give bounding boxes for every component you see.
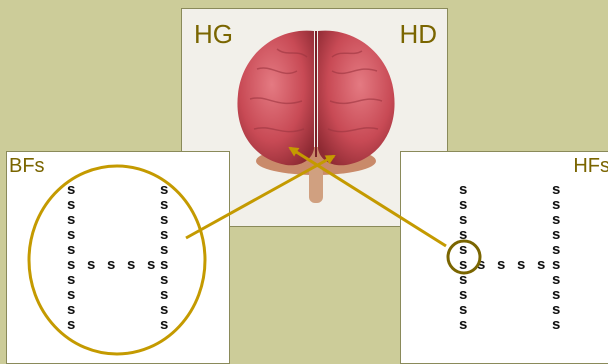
arrow-to-right-hemisphere [186,156,334,238]
global-attention-circle [29,166,205,354]
local-attention-circle [448,241,480,273]
arrow-to-left-hemisphere [290,148,446,246]
